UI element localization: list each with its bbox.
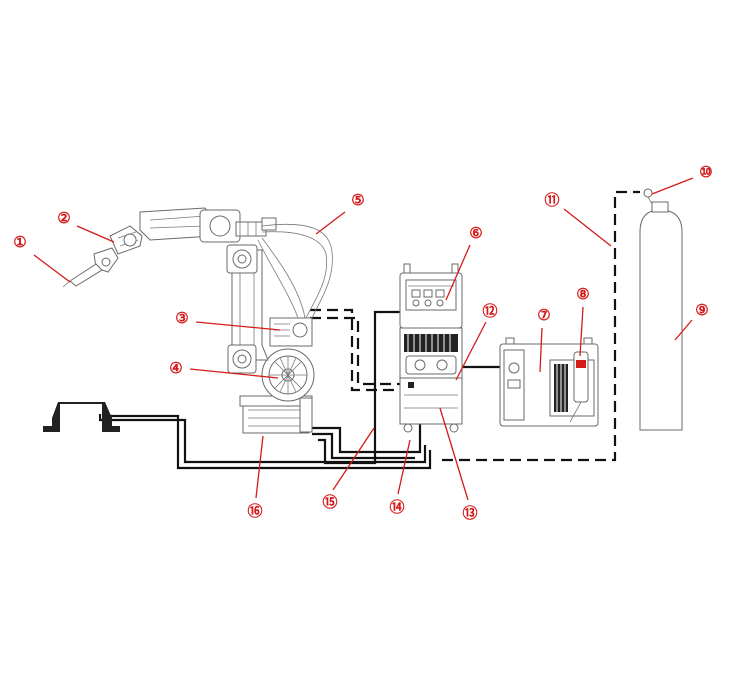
wire-feeder [269,317,313,347]
pendant-cable-outer [98,414,427,464]
leader-6 [445,244,471,301]
leader-13 [439,407,469,501]
leader-16 [255,435,264,499]
leader-15 [332,427,375,491]
label-7: ⑦ [537,306,550,324]
label-5: ⑤ [351,191,364,209]
leader-2 [76,225,115,243]
dashed-lines [310,190,640,462]
gas-cylinder [639,188,683,431]
welding-robot [62,207,333,434]
callout-labels: ① ② ③ ④ ⑤ ⑥ ⑦ ⑧ ⑨ ⑩ ⑪ ⑫ ⑬ ⑭ ⑮ ⑯ [13,163,712,522]
leader-12 [455,321,487,381]
controller-cable-b [312,432,415,460]
leader-10 [651,177,694,195]
label-16: ⑯ [247,502,262,520]
label-9: ⑨ [695,301,708,319]
controller-cable-c [318,310,400,465]
water-cooler [499,337,599,427]
torch-cable [261,223,333,319]
gas-hose [442,190,640,462]
controller-cable-a [312,380,422,454]
leader-11 [563,208,612,247]
label-3: ③ [175,309,188,327]
label-15: ⑮ [322,493,337,511]
label-4: ④ [169,359,182,377]
leader-lines [33,177,694,501]
pendant-body [43,402,120,432]
robot-base [242,404,310,434]
leader-9 [674,319,693,341]
leader-14 [397,439,411,495]
wire-feed-conduit-outer [310,308,408,392]
label-13: ⑬ [462,504,477,522]
leader-1 [33,254,71,283]
leader-5 [315,211,346,235]
label-14: ⑭ [389,498,404,516]
label-10: ⑩ [699,163,712,181]
label-12: ⑫ [482,302,497,320]
torch-nozzle [69,263,103,287]
wire-spool [261,348,315,402]
leader-8 [579,306,584,357]
teach-pendant [43,402,120,432]
leader-4 [189,368,279,379]
label-2: ② [57,209,70,227]
leader-3 [195,321,281,331]
label-11: ⑪ [544,191,559,209]
label-8: ⑧ [576,285,589,303]
label-6: ⑥ [469,224,482,242]
leader-7 [539,327,543,373]
label-1: ① [13,233,26,251]
welding-power-source [399,263,463,433]
wire-feed-conduit-inner [310,316,408,386]
